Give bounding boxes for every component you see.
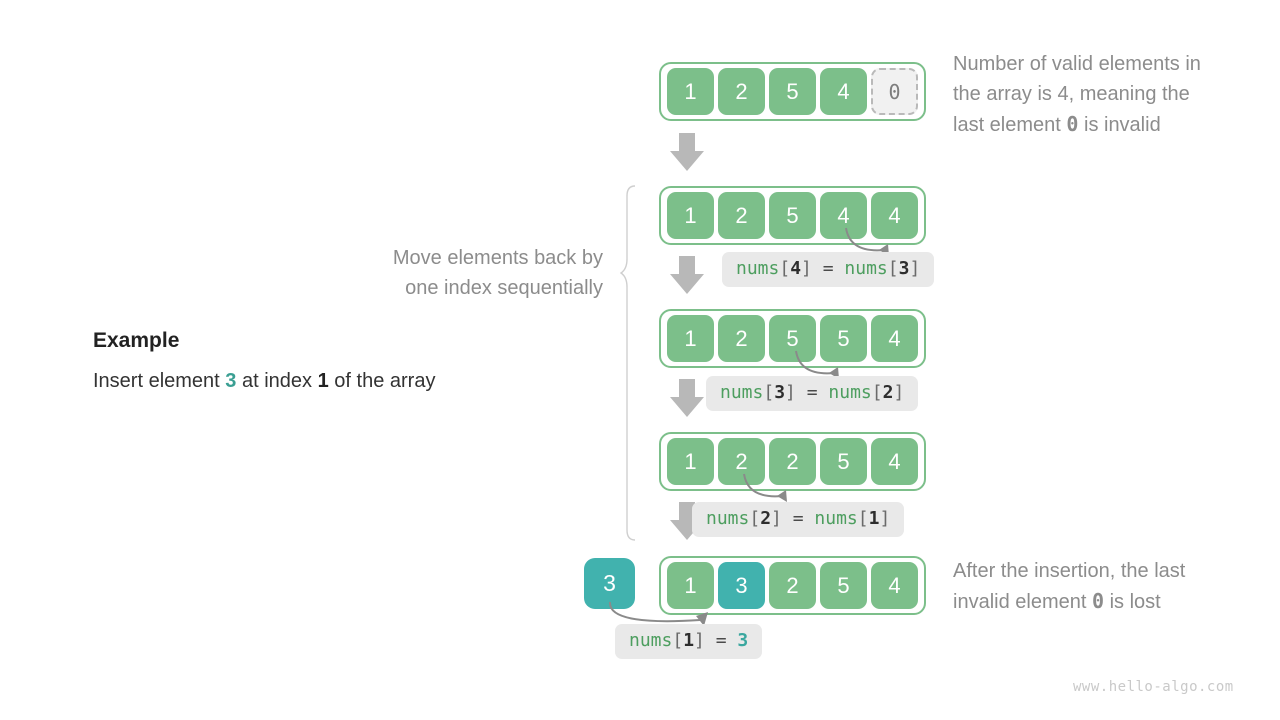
code-value-rhs: 3: [737, 630, 749, 651]
code-var-name-rhs: nums: [828, 382, 872, 403]
array-cell: 5: [820, 315, 867, 362]
note-valid-line-3-post: is invalid: [1078, 114, 1161, 136]
note-after-insertion: After the insertion, the last invalid el…: [953, 556, 1263, 617]
code-index: 1: [683, 630, 695, 651]
array-cell: 2: [718, 315, 765, 362]
code-label-nums1: nums[1] = 3: [615, 624, 763, 659]
array-cell: 4: [871, 562, 918, 609]
code-bracket-open-rhs: [: [887, 258, 899, 279]
code-index-rhs: 3: [898, 258, 910, 279]
inserted-element-cell: 3: [584, 558, 635, 609]
array-cell: 4: [820, 192, 867, 239]
code-var-name: nums: [736, 258, 780, 279]
example-desc-mid: at index: [236, 370, 318, 392]
code-label-nums4: nums[4] = nums[3]: [722, 252, 935, 287]
code-var-name-rhs: nums: [814, 508, 858, 529]
note-valid-line-1: Number of valid elements in: [953, 53, 1201, 75]
code-var-name: nums: [629, 630, 673, 651]
note-move-line-2: one index sequentially: [405, 277, 603, 299]
array-cell: 1: [667, 192, 714, 239]
code-label-nums2: nums[2] = nums[1]: [692, 502, 905, 537]
note-after-line-2-post: is lost: [1104, 591, 1161, 613]
array-cell: 4: [871, 315, 918, 362]
array-cell: 2: [718, 68, 765, 115]
example-desc-index: 1: [317, 370, 329, 392]
code-bracket-close-rhs: ]: [879, 508, 891, 529]
code-operator: =: [704, 630, 738, 651]
example-desc-value: 3: [225, 370, 237, 392]
code-label-nums3: nums[3] = nums[2]: [706, 376, 919, 411]
code-bracket-close-rhs: ]: [893, 382, 905, 403]
note-valid-line-3-pre: last element: [953, 114, 1067, 136]
array-cell: 4: [871, 192, 918, 239]
code-var-name-rhs: nums: [844, 258, 888, 279]
code-index: 2: [760, 508, 772, 529]
note-valid-invalid-value: 0: [1066, 112, 1079, 136]
down-arrow-1: [670, 133, 704, 171]
note-valid-line-2: the array is 4, meaning the: [953, 83, 1190, 105]
code-index-rhs: 1: [868, 508, 880, 529]
note-after-lost-value: 0: [1091, 589, 1105, 613]
code-var-name: nums: [720, 382, 764, 403]
code-bracket-close-rhs: ]: [909, 258, 921, 279]
note-after-line-2: invalid element 0 is lost: [953, 586, 1263, 617]
code-operator: =: [781, 508, 815, 529]
example-description: Insert element 3 at index 1 of the array: [93, 370, 435, 393]
code-var-name: nums: [706, 508, 750, 529]
note-move-line-1: Move elements back by: [392, 247, 603, 269]
code-index: 4: [790, 258, 802, 279]
array-cell: 2: [718, 438, 765, 485]
array-cell: 5: [769, 192, 816, 239]
note-valid-line-3: last element 0 is invalid: [953, 109, 1263, 140]
array-cell: 4: [871, 438, 918, 485]
array-cell: 2: [769, 562, 816, 609]
code-bracket-open: [: [763, 382, 775, 403]
example-desc-post: of the array: [328, 370, 436, 392]
code-operator: =: [811, 258, 845, 279]
array-cell: 5: [820, 438, 867, 485]
note-after-line-2-pre: invalid element: [953, 591, 1092, 613]
array-cell: 0: [871, 68, 918, 115]
example-desc-pre: Insert element: [93, 370, 226, 392]
array-cell: 2: [769, 438, 816, 485]
grouping-brace: [620, 185, 636, 541]
code-index-rhs: 2: [882, 382, 894, 403]
array-cell: 5: [769, 315, 816, 362]
code-operator: =: [795, 382, 829, 403]
array-cell: 1: [667, 315, 714, 362]
array-cell: 3: [718, 562, 765, 609]
array-cell: 2: [718, 192, 765, 239]
array-cell: 1: [667, 438, 714, 485]
array-cell: 1: [667, 68, 714, 115]
watermark: www.hello-algo.com: [1073, 679, 1234, 695]
code-bracket-open: [: [779, 258, 791, 279]
array-cell: 4: [820, 68, 867, 115]
code-bracket-close: ]: [771, 508, 782, 529]
code-bracket-open: [: [749, 508, 761, 529]
array-cell: 1: [667, 562, 714, 609]
note-move-elements: Move elements back by one index sequenti…: [303, 243, 603, 303]
code-bracket-open-rhs: [: [857, 508, 869, 529]
code-bracket-close: ]: [785, 382, 796, 403]
code-bracket-open-rhs: [: [871, 382, 883, 403]
note-after-line-1: After the insertion, the last: [953, 560, 1186, 582]
code-bracket-close: ]: [694, 630, 705, 651]
code-bracket-open: [: [672, 630, 684, 651]
down-arrow-2: [670, 256, 704, 294]
note-valid-elements: Number of valid elements in the array is…: [953, 49, 1263, 140]
example-title: Example: [93, 329, 180, 352]
down-arrow-3: [670, 379, 704, 417]
array-cell: 5: [769, 68, 816, 115]
code-index: 3: [774, 382, 786, 403]
code-bracket-close: ]: [801, 258, 812, 279]
down-arrow-4: [670, 502, 704, 540]
array-cell: 5: [820, 562, 867, 609]
